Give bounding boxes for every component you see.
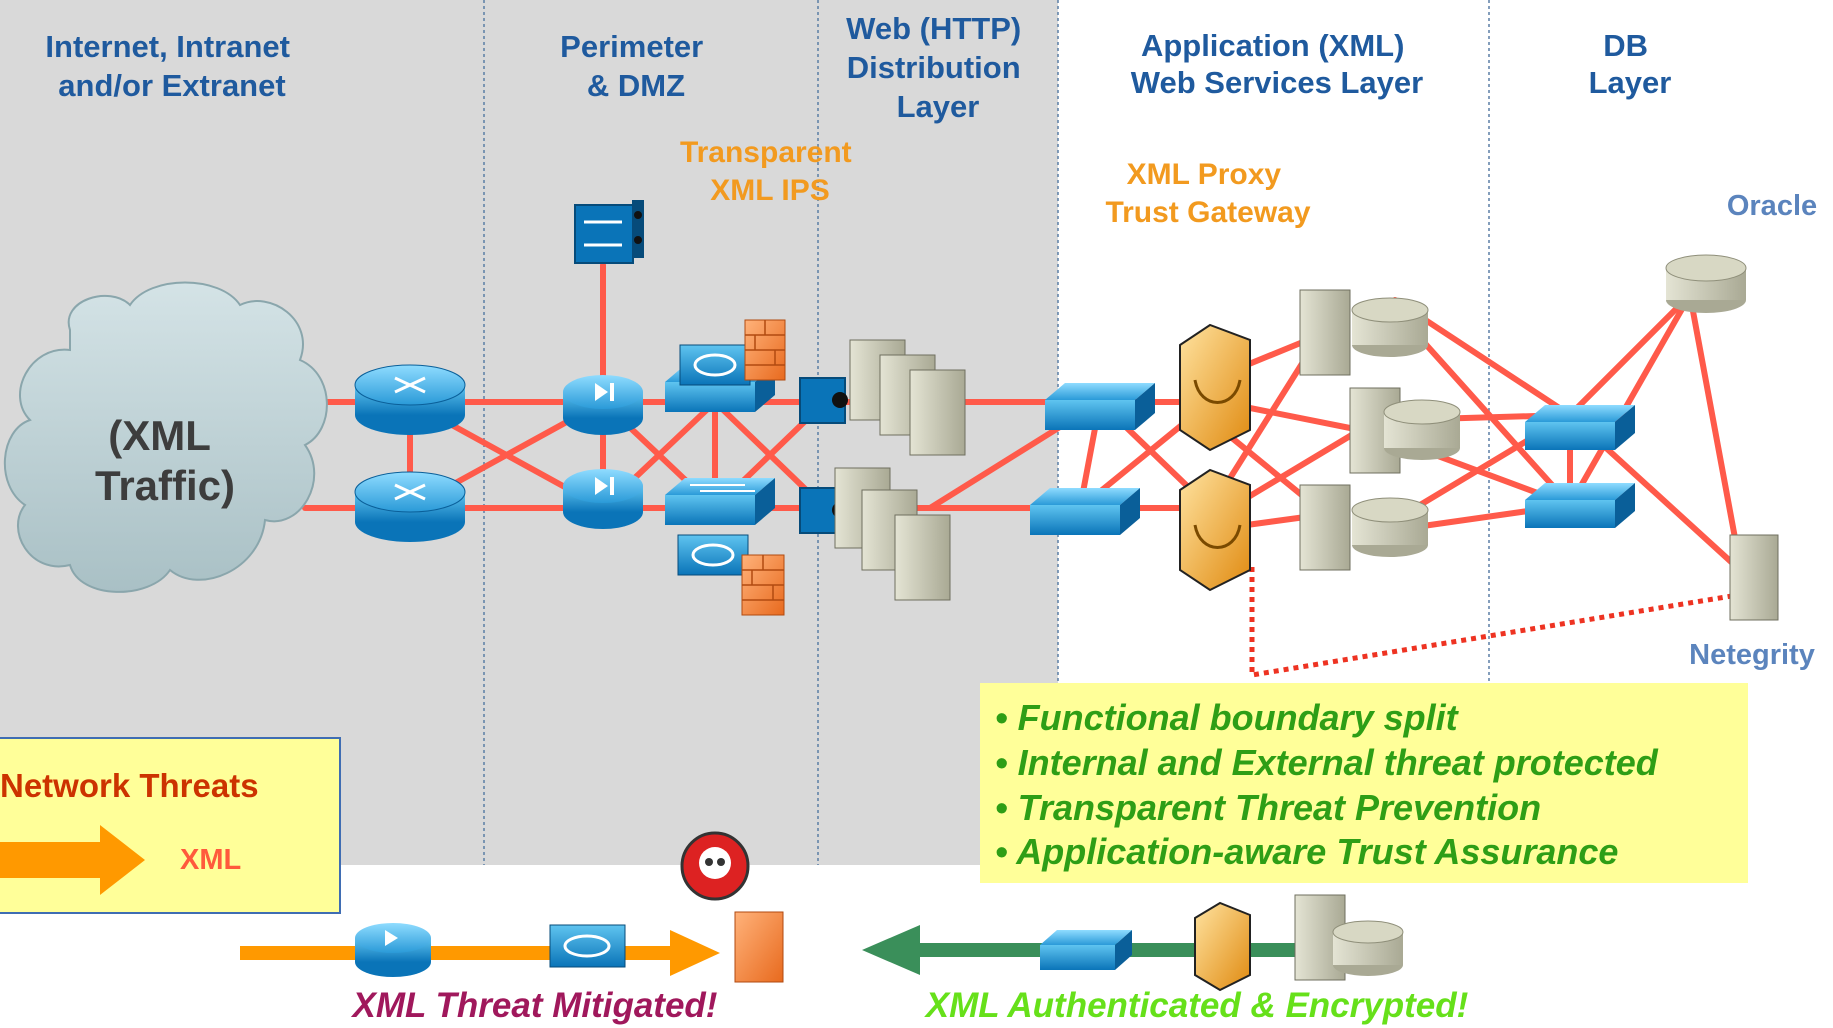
benefit-item: • Application-aware Trust Assurance <box>995 831 1618 872</box>
web-server-stack-bottom[interactable] <box>834 467 951 601</box>
flow-xml-proxy <box>1194 901 1251 992</box>
threat-flow <box>240 831 784 983</box>
ips-sensor-top[interactable] <box>563 375 643 435</box>
benefit-item: • Internal and External threat protected <box>995 742 1659 783</box>
legend-title: Network Threats <box>0 767 259 804</box>
zone-title-perimeter: Perimeter & DMZ <box>560 29 712 103</box>
label-netegrity: Netegrity <box>1689 639 1815 671</box>
xml-proxy-bottom[interactable] <box>1179 468 1251 592</box>
legend-xml-label: XML <box>180 844 241 876</box>
flow-server-db <box>1294 894 1404 981</box>
callout-xml-proxy: XML Proxy Trust Gateway <box>1105 158 1310 229</box>
flow-ips-sensor <box>355 923 431 977</box>
xml-traffic-cloud: (XML Traffic) <box>4 281 328 593</box>
caption-threat-mitigated: XML Threat Mitigated! <box>351 986 718 1025</box>
threat-skull-icon <box>680 831 750 901</box>
db-switch-bottom[interactable] <box>1525 483 1635 528</box>
netegrity-server[interactable] <box>1729 534 1779 621</box>
firewall-bottom[interactable] <box>677 534 785 616</box>
db-switch-top[interactable] <box>1525 405 1635 450</box>
web-server-stack-top[interactable] <box>849 339 966 456</box>
app-switch-bottom[interactable] <box>1030 488 1140 535</box>
callout-xml-ips: Transparent XML IPS <box>680 136 860 207</box>
app-server-3[interactable] <box>1299 484 1429 571</box>
ips-sensor-bottom[interactable] <box>563 469 643 529</box>
router-top[interactable] <box>354 364 466 435</box>
app-server-2[interactable] <box>1349 387 1461 474</box>
web-module-top[interactable] <box>799 377 848 424</box>
app-switch-top[interactable] <box>1045 383 1155 430</box>
flow-firewall <box>734 911 784 983</box>
xml-proxy-top[interactable] <box>1179 323 1251 452</box>
zone-title-internet: Internet, Intranet and/or Extranet <box>45 29 298 103</box>
caption-authenticated: XML Authenticated & Encrypted! <box>924 986 1469 1025</box>
oracle-db[interactable] <box>1665 254 1747 313</box>
cloud-label: (XML Traffic) <box>95 412 235 509</box>
legend-box <box>0 737 341 914</box>
auth-flow <box>862 894 1404 992</box>
router-bottom[interactable] <box>354 471 466 542</box>
benefits-list: • Functional boundary split • Internal a… <box>995 697 1659 872</box>
benefit-item: • Transparent Threat Prevention <box>995 787 1541 828</box>
zone-title-db: DB Layer <box>1589 28 1672 100</box>
flow-firewall-sensor <box>549 924 626 968</box>
zone-title-web: Web (HTTP) Distribution Layer <box>846 11 1030 124</box>
label-oracle: Oracle <box>1727 190 1817 222</box>
app-server-1[interactable] <box>1299 289 1429 376</box>
benefit-item: • Functional boundary split <box>995 697 1460 738</box>
legend: Network Threats XML <box>0 737 341 914</box>
ids-appliance[interactable] <box>574 200 644 264</box>
benefits-box <box>980 683 1748 883</box>
legend-arrow <box>0 825 145 895</box>
perimeter-switch-bottom[interactable] <box>665 478 775 525</box>
firewall-top[interactable] <box>679 319 786 386</box>
zone-dividers <box>483 0 1490 865</box>
flow-switch <box>1040 930 1132 970</box>
zone-title-application: Application (XML) Web Services Layer <box>1131 28 1423 100</box>
